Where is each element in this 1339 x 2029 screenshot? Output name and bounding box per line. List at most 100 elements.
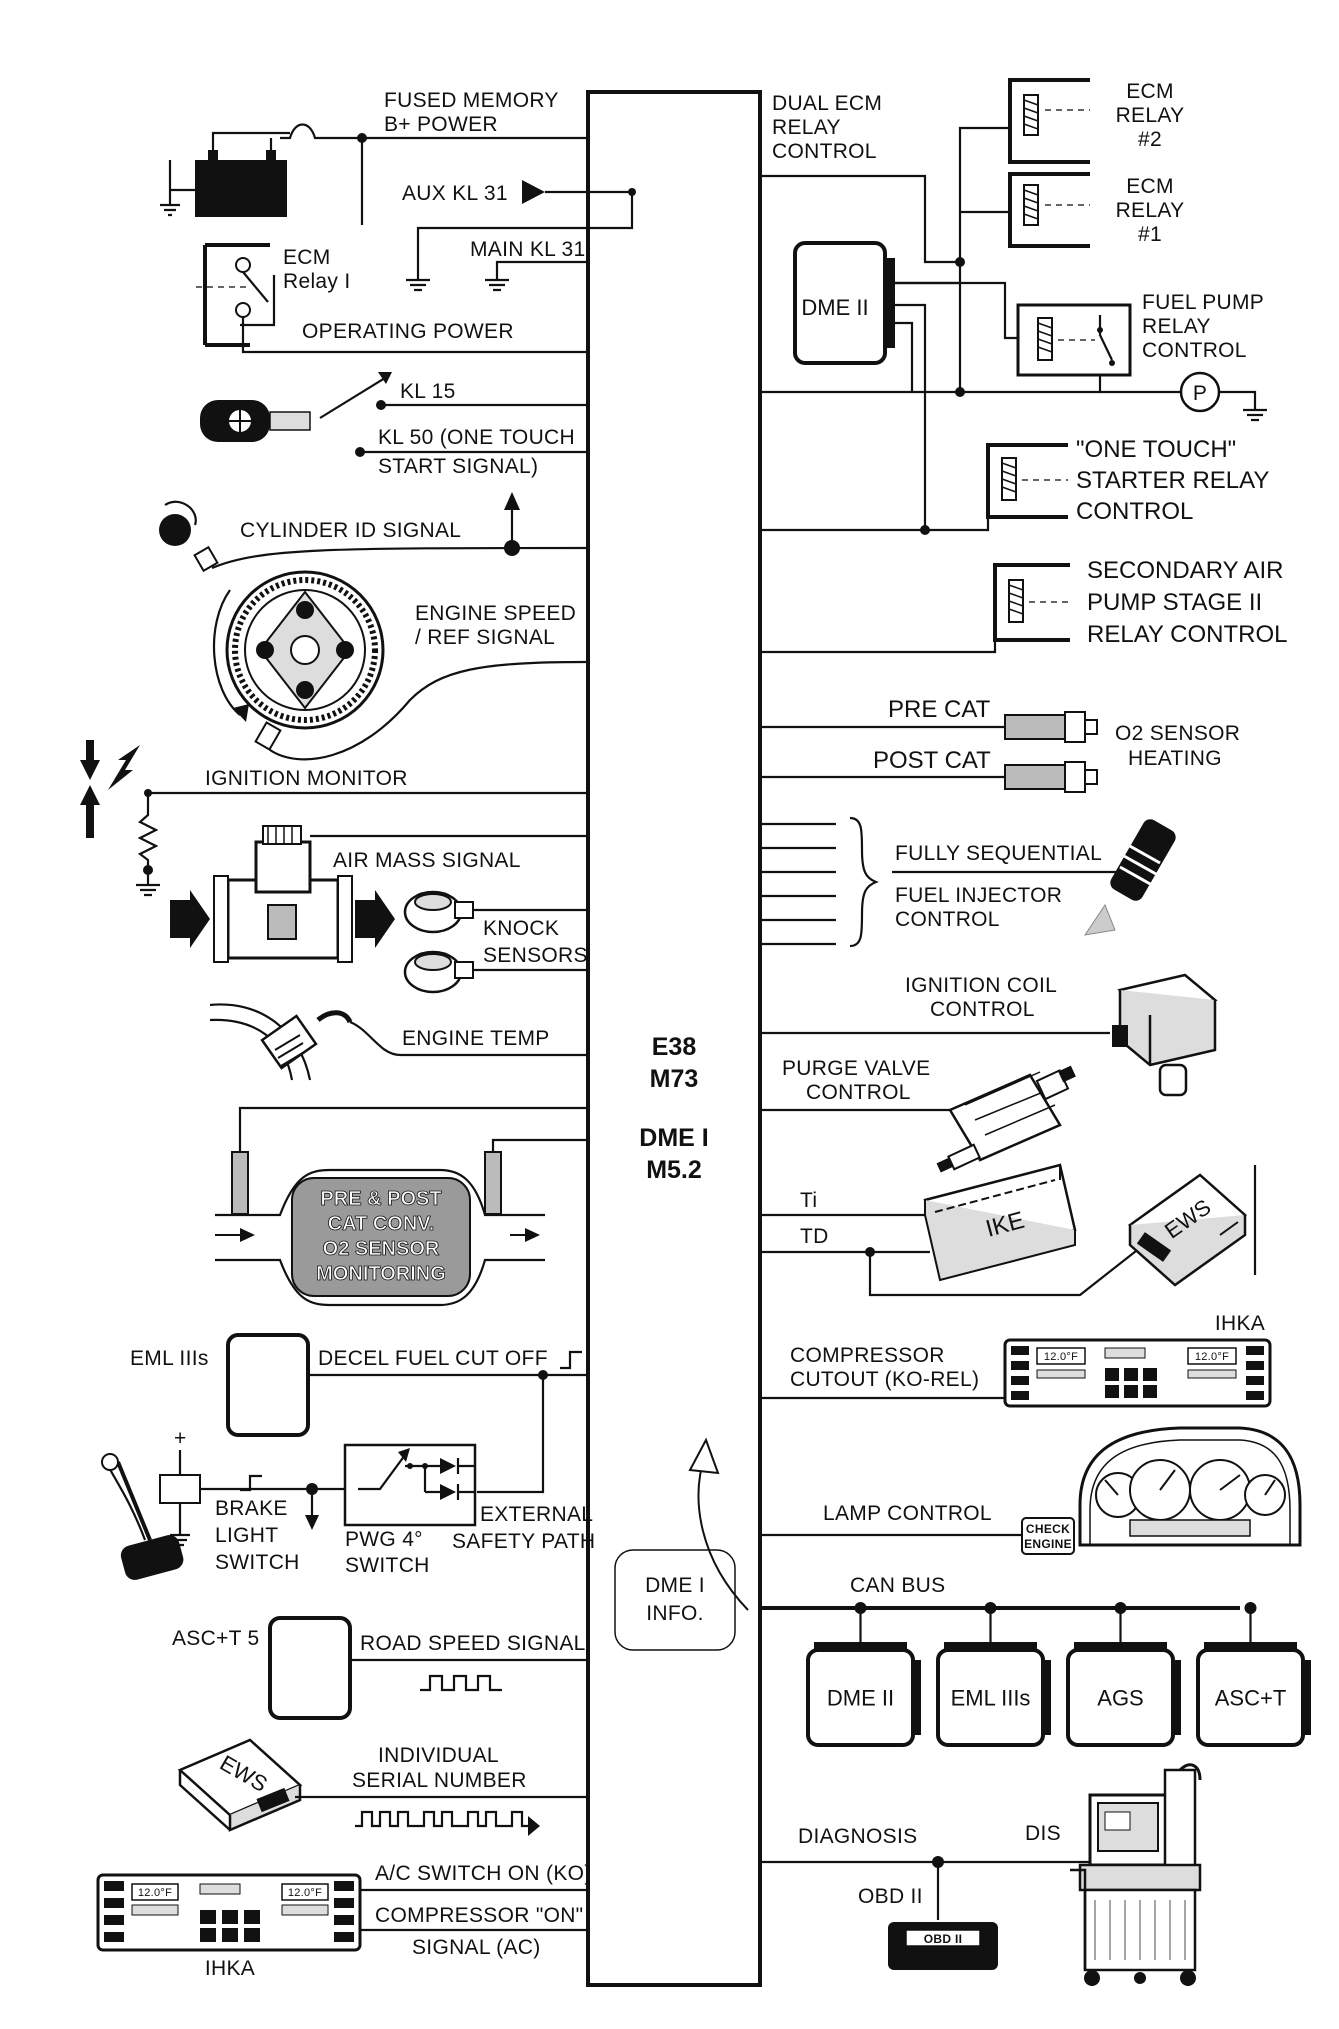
can-node-connector	[944, 1642, 1037, 1652]
can-node-module: EML IIIs	[936, 1602, 1051, 1747]
compressor-on-label-1: COMPRESSOR "ON"	[375, 1904, 583, 1927]
knock-label-1: KNOCK	[483, 917, 559, 940]
ignition-monitor-label: IGNITION MONITOR	[205, 767, 408, 790]
fused-memory-label-2: B+ POWER	[384, 113, 498, 136]
fuel-pump-label-2: RELAY	[1142, 315, 1211, 338]
one-touch-label-1: "ONE TOUCH"	[1076, 436, 1236, 463]
svg-text:12.0°F: 12.0°F	[138, 1887, 172, 1899]
o2-monitor-label-2: CAT CONV.	[328, 1213, 435, 1235]
o2-heating-label-2: HEATING	[1128, 747, 1222, 770]
dual-ecm-label-1: DUAL ECM	[772, 92, 882, 115]
o2-sensor-icon-post	[1004, 761, 1098, 793]
core-label-1: E38	[652, 1033, 697, 1061]
ews-module-icon-right	[1127, 1173, 1248, 1287]
one-touch-label-2: STARTER RELAY	[1076, 467, 1269, 494]
pre-cat-label: PRE CAT	[888, 696, 991, 723]
dme-control-unit	[586, 90, 762, 1987]
knock-label-2: SENSORS	[483, 944, 588, 967]
compressor-cutout-label-1: COMPRESSOR	[790, 1344, 945, 1367]
check-engine-label-2: ENGINE	[1024, 1537, 1072, 1551]
fuel-pump-relay	[1016, 303, 1132, 377]
fuel-pump-motor-label: P	[1193, 382, 1207, 405]
dme-ii-label: DME II	[801, 295, 868, 320]
cylinder-id-label: CYLINDER ID SIGNAL	[240, 519, 461, 542]
ews-module-icon-left	[177, 1738, 303, 1832]
can-node-module: DME II	[806, 1602, 921, 1747]
ac-switch-label: A/C SWITCH ON (KO)	[375, 1862, 592, 1885]
can-node-label: DME II	[827, 1686, 894, 1711]
one-touch-label-3: CONTROL	[1076, 498, 1193, 525]
can-node-connector	[1204, 1642, 1297, 1652]
o2-monitor-label-4: MONITORING	[316, 1263, 446, 1285]
dis-label: DIS	[1025, 1822, 1061, 1845]
external-safety-label-2: SAFETY PATH	[452, 1530, 595, 1553]
road-speed-label: ROAD SPEED SIGNAL	[360, 1632, 586, 1655]
secondary-air-label-3: RELAY CONTROL	[1087, 621, 1288, 648]
svg-text:OBD II: OBD II	[924, 1932, 962, 1946]
brake-pedal-icon	[101, 1450, 201, 1580]
aux-kl31-label: AUX KL 31	[402, 182, 508, 205]
ecm-relay-i-label-2: Relay I	[283, 270, 350, 293]
dme-info-arrow-head	[688, 1437, 720, 1475]
secondary-air-relay	[993, 563, 1070, 642]
can-node-module: ASC+T	[1196, 1602, 1311, 1747]
pwg-label-1: PWG 4°	[345, 1528, 423, 1551]
knock-sensor-icon-1	[403, 890, 474, 934]
fuel-pump-label-3: CONTROL	[1142, 339, 1247, 362]
starter-relay	[986, 443, 1068, 519]
o2-monitor-label-1: PRE & POST	[320, 1188, 441, 1210]
instrument-cluster-icon	[1021, 1426, 1302, 1555]
dual-ecm-label-2: RELAY	[772, 116, 841, 139]
ecm-relay-2-label-1: ECM	[1126, 80, 1174, 103]
main-kl31-label: MAIN KL 31	[470, 238, 585, 261]
can-node-side	[913, 1660, 921, 1735]
svg-text:12.0°F: 12.0°F	[1195, 1351, 1229, 1363]
ecm-relay-2-label-3: #2	[1138, 128, 1162, 151]
dis-tester-icon	[1070, 1763, 1202, 1986]
kl50-label-2: START SIGNAL)	[378, 455, 538, 478]
brake-label-2: LIGHT	[215, 1524, 278, 1547]
dme-info-label-1: DME I	[645, 1574, 705, 1597]
dme-info-label-2: INFO.	[646, 1602, 704, 1625]
ignition-key-icon	[200, 400, 311, 442]
knock-sensor-icon-2	[403, 950, 474, 994]
asct5-label: ASC+T 5	[172, 1627, 260, 1650]
fuse-icon	[280, 123, 340, 140]
eml-label: EML IIIs	[130, 1347, 209, 1370]
ecm-relay-1-label-3: #1	[1138, 223, 1162, 246]
check-engine-label-1: CHECK	[1026, 1522, 1070, 1536]
purge-valve-icon	[936, 1065, 1076, 1173]
kl15-label: KL 15	[400, 380, 456, 403]
external-safety-label-1: EXTERNAL	[480, 1503, 593, 1526]
fuel-injector-icon	[1083, 819, 1176, 936]
core-label-3: DME I	[639, 1124, 708, 1152]
engine-temp-label: ENGINE TEMP	[402, 1027, 550, 1050]
crank-trigger-wheel-icon	[212, 570, 385, 751]
ignition-coil-icon	[1112, 973, 1218, 1097]
fuel-pump-label-1: FUEL PUMP	[1142, 291, 1264, 314]
kl50-label-1: KL 50 (ONE TOUCH	[378, 426, 575, 449]
can-node-connector	[1074, 1642, 1167, 1652]
brake-label-3: SWITCH	[215, 1551, 300, 1574]
can-bus-label: CAN BUS	[850, 1574, 945, 1597]
obd-scanner-icon: OBD II	[888, 1922, 998, 1970]
spark-icon	[80, 740, 140, 838]
ecm-relay-2-label-2: RELAY	[1116, 104, 1185, 127]
secondary-air-label-1: SECONDARY AIR	[1087, 557, 1284, 584]
post-cat-label: POST CAT	[873, 747, 991, 774]
pwg-label-2: SWITCH	[345, 1554, 430, 1577]
road-speed-pulse	[420, 1674, 502, 1692]
ihka-label-right: IHKA	[1215, 1312, 1265, 1335]
diagnosis-label: DIAGNOSIS	[798, 1825, 917, 1848]
engine-speed-label-2: / REF SIGNAL	[415, 626, 555, 649]
serial-label-2: SERIAL NUMBER	[352, 1769, 527, 1792]
injector-label-3: CONTROL	[895, 908, 1000, 931]
ecm-relay-i-label-1: ECM	[283, 246, 331, 269]
air-mass-meter-icon	[170, 825, 395, 963]
ecm-relay-1-label-1: ECM	[1126, 175, 1174, 198]
injector-label-1: FULLY SEQUENTIAL	[895, 842, 1102, 865]
cylinder-id-sensor-icon	[159, 500, 219, 573]
serial-pulse	[355, 1810, 530, 1828]
ti-label: Ti	[800, 1189, 817, 1212]
ihka-panel-left: 12.0°F 12.0°F	[96, 1873, 362, 1952]
